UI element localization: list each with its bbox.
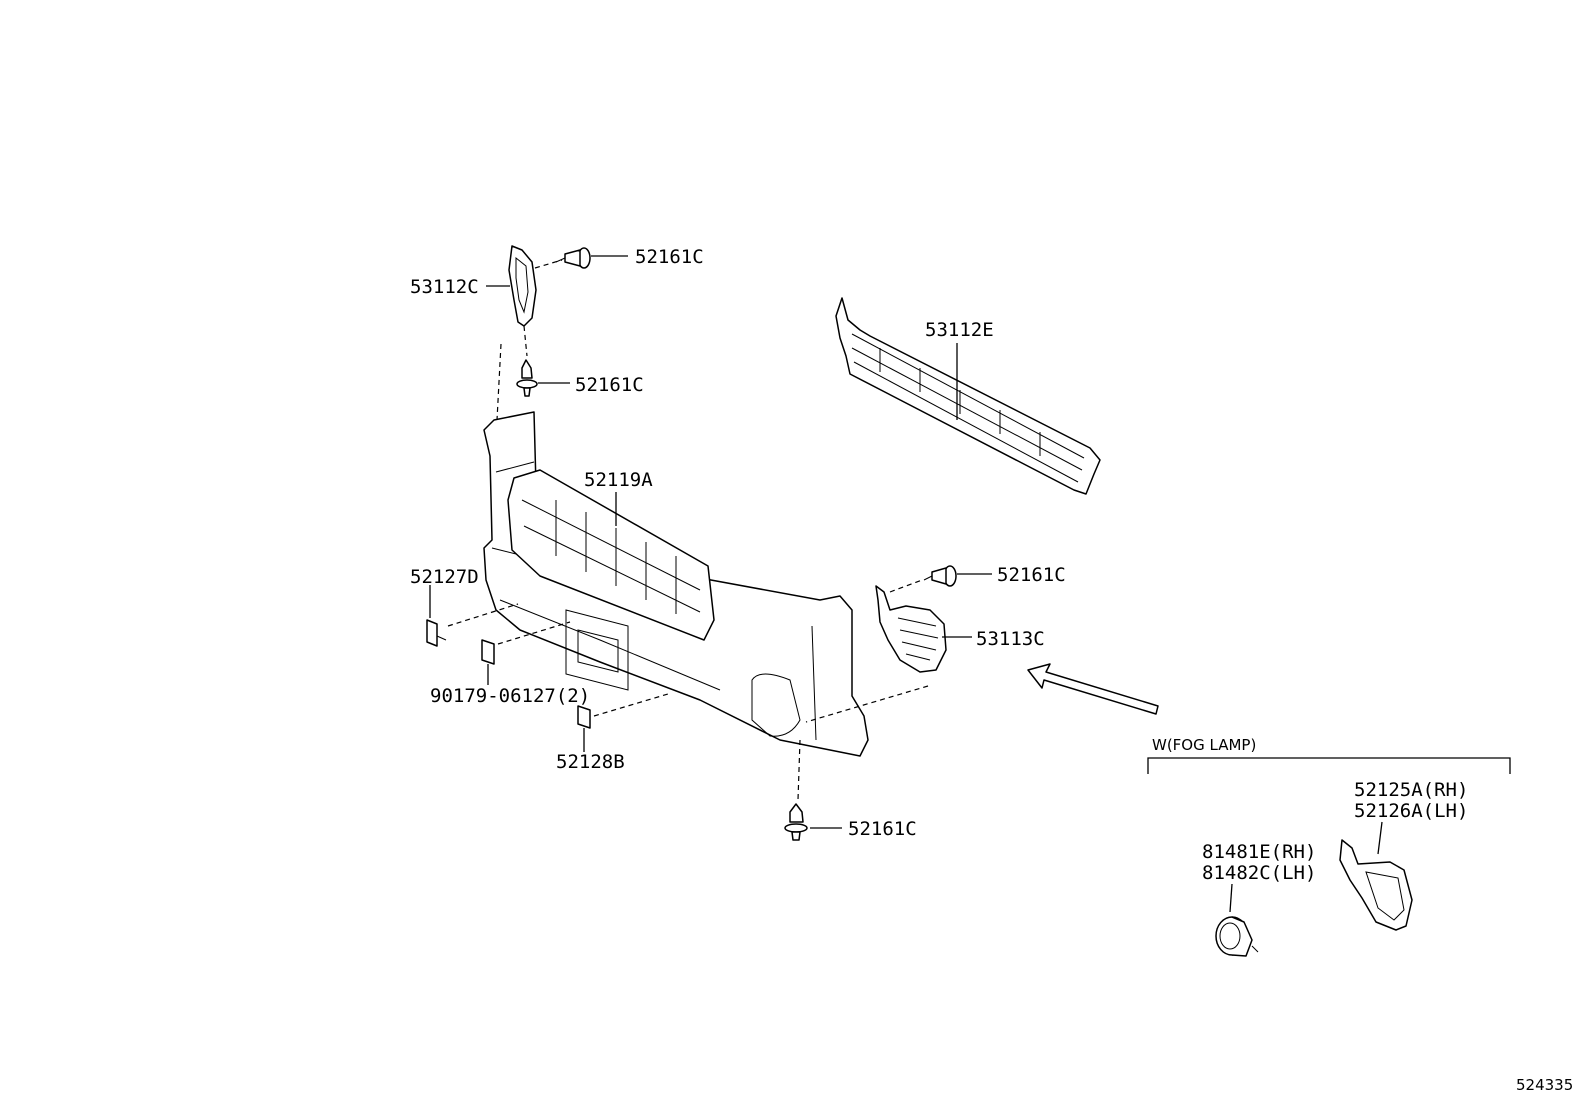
clip-52161c-right[interactable] <box>923 565 957 587</box>
retainer-52128b[interactable] <box>577 705 591 729</box>
grille-53112e[interactable] <box>835 297 1101 495</box>
callout-52161c-right: 52161C <box>997 564 1066 586</box>
callout-81481e: 81481E(RH) <box>1202 841 1316 863</box>
callout-52161c-mid: 52161C <box>575 374 644 396</box>
callout-52119a: 52119A <box>584 469 653 491</box>
reinforcement-52119a[interactable] <box>507 469 715 641</box>
bracket-53112c[interactable] <box>508 245 537 327</box>
callout-52125a: 52125A(RH) <box>1354 779 1468 801</box>
clip-52161c-top[interactable] <box>555 247 591 269</box>
callout-90179-06127: 90179-06127(2) <box>430 685 590 707</box>
callout-53112e: 53112E <box>925 319 994 341</box>
callout-53113c: 53113C <box>976 628 1045 650</box>
callout-52128b: 52128B <box>556 751 625 773</box>
callout-52126a: 52126A(LH) <box>1354 800 1468 822</box>
fog-lamp-81481e[interactable] <box>1215 916 1259 957</box>
clip-52161c-mid[interactable] <box>516 359 538 397</box>
callout-81482c: 81482C(LH) <box>1202 862 1316 884</box>
fog-lamp-group-heading: W(FOG LAMP) <box>1152 736 1256 754</box>
fog-lamp-cover-52125a[interactable] <box>1339 839 1413 931</box>
callout-52161c-bottom: 52161C <box>848 818 917 840</box>
callout-53112c: 53112C <box>410 276 479 298</box>
cover-53113c[interactable] <box>875 585 947 673</box>
callout-52161c-top: 52161C <box>635 246 704 268</box>
fog-lamp-group-bracket <box>1147 757 1511 774</box>
diagram-id: 524335 <box>1516 1076 1573 1094</box>
clip-90179-06127[interactable] <box>481 639 495 665</box>
view-direction-arrow-icon <box>1027 663 1159 715</box>
clip-52161c-bottom[interactable] <box>784 803 808 841</box>
callout-52127d: 52127D <box>410 566 479 588</box>
retainer-52127d[interactable] <box>426 619 447 647</box>
